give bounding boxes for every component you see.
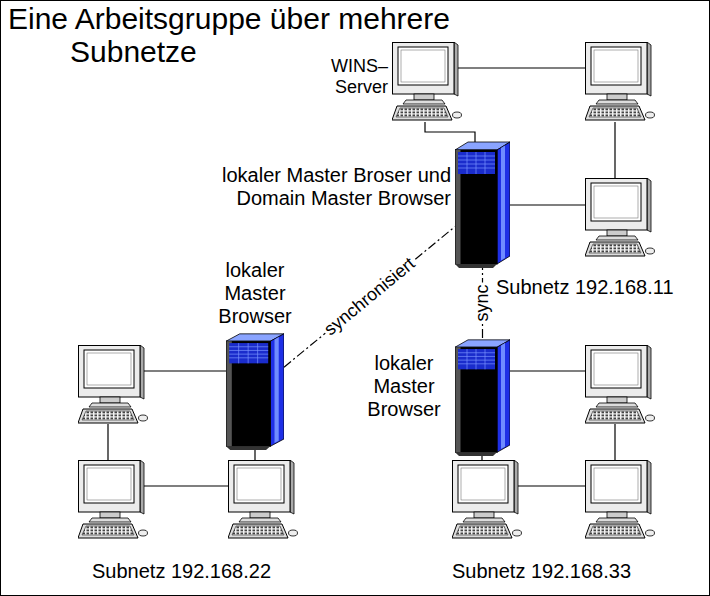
local-master-browser: lokaler Master Browser bbox=[455, 338, 510, 456]
computer-icon bbox=[78, 345, 148, 423]
server-tower bbox=[455, 142, 510, 268]
node-label: WINS– Server bbox=[322, 56, 388, 97]
server-tower bbox=[455, 140, 510, 268]
server-tower bbox=[226, 334, 284, 450]
computer-icon bbox=[452, 460, 522, 538]
subnet-label: Subnetz 192.168.11 bbox=[496, 276, 674, 299]
computer-icon bbox=[392, 42, 462, 124]
computer-icon bbox=[228, 460, 298, 538]
subnet-label: Subnetz 192.168.22 bbox=[92, 560, 271, 583]
node-label: lokaler Master Browser bbox=[210, 259, 300, 328]
local-master-browser: lokaler Master Browser bbox=[226, 332, 284, 450]
computer-icon bbox=[78, 460, 148, 538]
computer-icon bbox=[585, 345, 655, 423]
computer-icon bbox=[585, 42, 655, 120]
server-tower bbox=[226, 332, 284, 450]
domain-master-browser: lokaler Master Broser und Domain Master … bbox=[455, 140, 510, 268]
diagram-title: Eine Arbeitsgruppe über mehrere Subnetze bbox=[8, 2, 550, 68]
server-tower bbox=[455, 340, 510, 456]
computer-icon bbox=[585, 460, 655, 538]
computer-icon bbox=[585, 178, 655, 256]
wins-server: WINS– Server bbox=[392, 42, 462, 124]
edge-label: sync bbox=[473, 282, 493, 323]
subnet-label: Subnetz 192.168.33 bbox=[452, 560, 631, 583]
node-label: lokaler Master Broser und Domain Master … bbox=[151, 164, 451, 210]
computer-icon bbox=[392, 42, 462, 120]
node-label: lokaler Master Browser bbox=[359, 352, 449, 421]
sync-connector bbox=[284, 227, 455, 368]
server-tower bbox=[455, 338, 510, 456]
edge-label: synchronisiert bbox=[319, 253, 420, 341]
